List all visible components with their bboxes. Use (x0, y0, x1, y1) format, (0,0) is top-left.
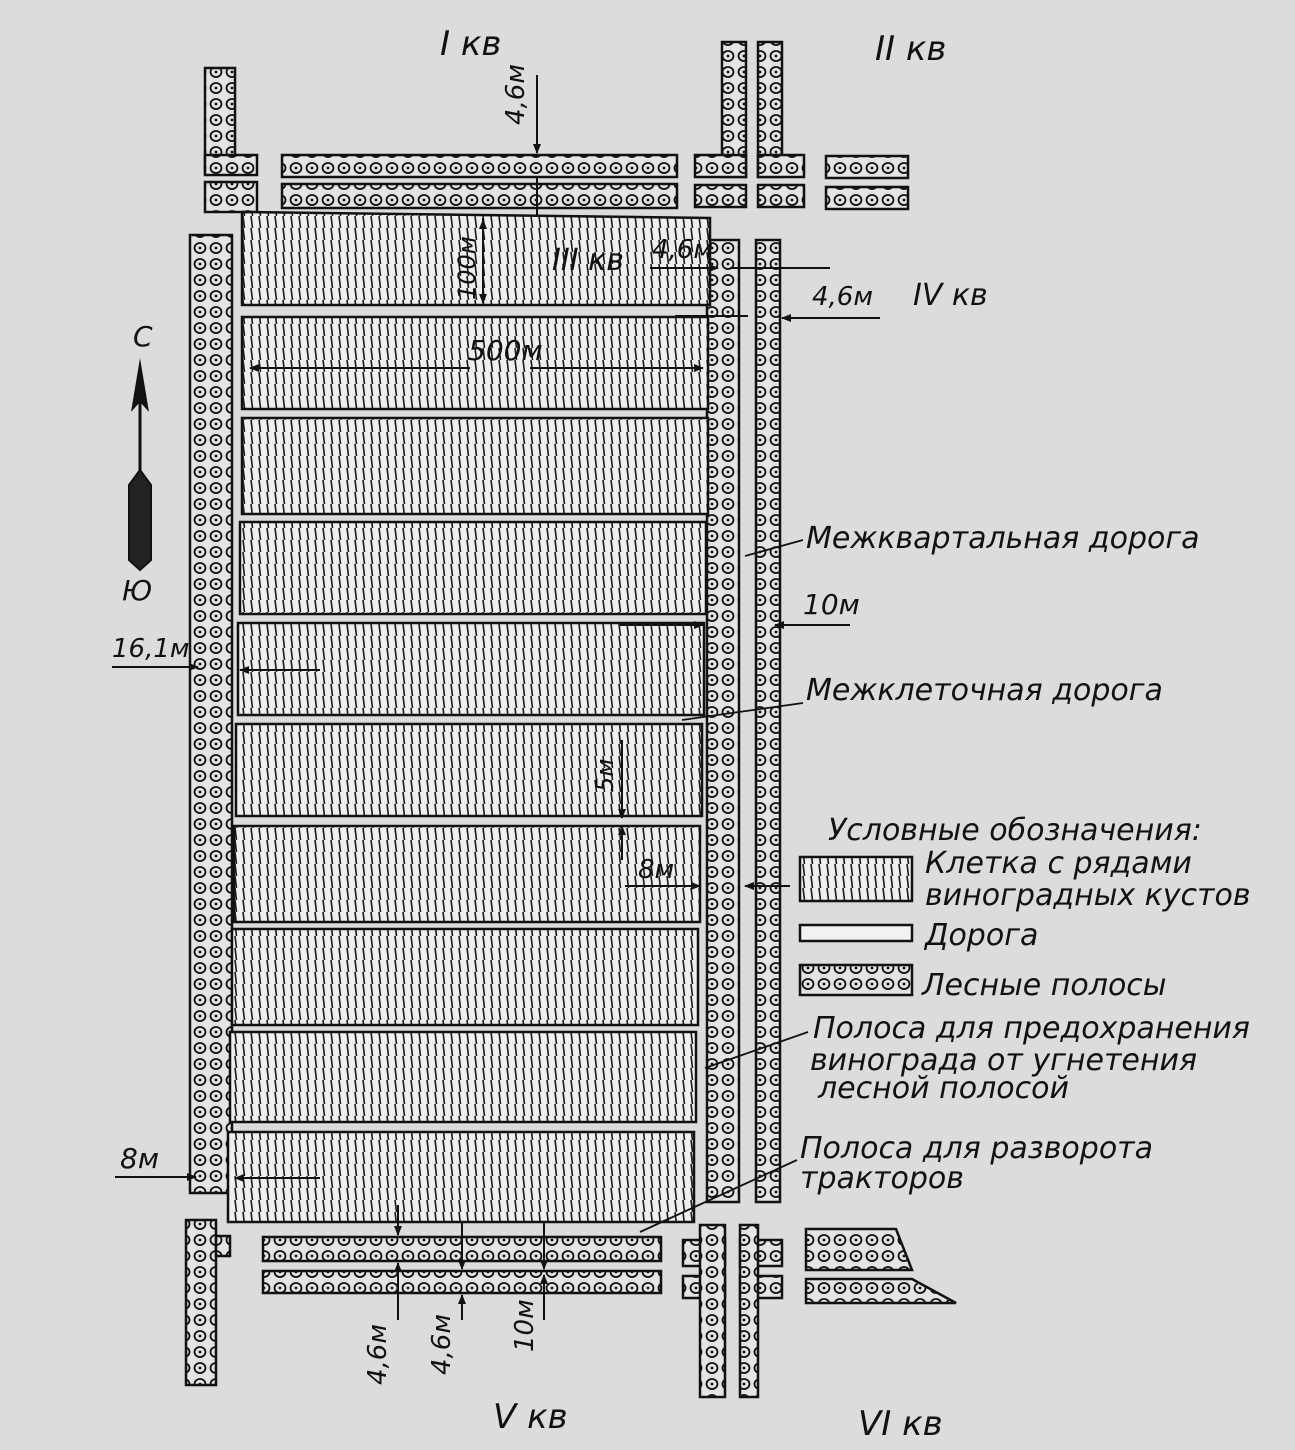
vine-cell-1 (240, 210, 712, 307)
forest-belt-north-1 (280, 153, 679, 179)
dim-intercell-label: 5м (591, 759, 619, 792)
dim-inner-road-label: 4,6м (652, 235, 713, 265)
compass-arrow-head-icon (131, 358, 149, 412)
legend-title: Условные обозначения: (828, 813, 1202, 848)
forest-belts-side (188, 233, 782, 1204)
dim-west-strip-label: 16,1м (112, 634, 190, 664)
dim-protect-label: 8м (638, 855, 674, 885)
forest-belt-ne-h1 (693, 153, 748, 179)
callout-protect-line3: лесной полосой (817, 1071, 1069, 1106)
quarter-labels: I кв II кв III кв IV кв V кв VI кв (440, 24, 988, 1444)
dim-bottom-2-label: 4,6м (427, 1314, 457, 1375)
quarter-label-3: III кв (552, 243, 624, 278)
quarter-label-1: I кв (440, 24, 501, 64)
legend-swatch-vine-cell (798, 855, 914, 903)
quarter-label-5: V кв (493, 1397, 568, 1437)
dimension-labels: 4,6м 100м 4,6м 4,6м 500м 16,1м 10м 5м 8м… (112, 64, 873, 1385)
dim-bottom-1-label: 4,6м (363, 1324, 393, 1385)
compass-arrow-tail-icon (128, 468, 152, 572)
forest-belt-nw-h1 (203, 153, 259, 177)
vine-cell-9 (228, 1030, 698, 1124)
dim-outer-road-label: 4,6м (812, 282, 873, 312)
legend-cell-line1: Клетка с рядами (925, 846, 1192, 881)
callout-turn-line1: Полоса для разворота (800, 1131, 1153, 1166)
dim-bottom-3-label: 10м (510, 1299, 540, 1352)
callout-turn-line2: тракторов (800, 1161, 964, 1196)
callout-interquarter-road: Межквартальная дорога (806, 521, 1200, 556)
dim-turn-label: 8м (120, 1142, 159, 1175)
quarter-label-4: IV кв (913, 278, 988, 313)
vine-cell-6 (234, 722, 704, 818)
dim-length-label: 500м (468, 334, 543, 367)
forest-belt-se-v2 (738, 1223, 760, 1399)
dimension-lines (112, 75, 880, 1320)
callout-protect-line1: Полоса для предохранения (813, 1011, 1250, 1046)
legend-swatch-road (798, 923, 914, 943)
callout-intercell-road: Межклеточная дорога (806, 673, 1163, 708)
leader-turn-strip (639, 1159, 798, 1233)
callout-labels: Межквартальная дорога Межклеточная дорог… (800, 521, 1250, 1196)
callout-leaders (639, 539, 809, 1233)
forest-belt-west (188, 233, 234, 1195)
forest-belt-east-2 (754, 238, 782, 1204)
forest-belt-se-v1 (698, 1223, 727, 1399)
vine-cell-2 (240, 315, 710, 411)
legend-swatch-forest (798, 963, 914, 997)
leader-interquarter-road (744, 539, 804, 557)
legend-road: Дорога (923, 918, 1038, 953)
forest-belt-ne-h4 (756, 183, 806, 209)
legend-forest: Лесные полосы (921, 968, 1166, 1003)
forest-belt-north-2 (280, 182, 679, 210)
forest-belt-east-1 (705, 238, 741, 1204)
vine-cell-8 (230, 927, 700, 1027)
legend: Условные обозначения: Клетка с рядами ви… (798, 813, 1251, 1003)
forest-belts-south (184, 1218, 957, 1399)
vine-cell-3 (240, 416, 710, 516)
forest-belt-sw-vertical (184, 1218, 218, 1387)
forest-belt-nw-h2 (203, 180, 259, 214)
dim-top-road-label: 4,6м (501, 64, 531, 125)
compass-north-label: С (133, 320, 153, 353)
quarter-label-6: VI кв (858, 1404, 943, 1444)
forest-belt-se-far-1 (804, 1227, 914, 1272)
quarter-label-2: II кв (875, 29, 946, 69)
forest-belt-south-2 (261, 1269, 663, 1295)
forest-belt-se-far-2 (804, 1277, 957, 1305)
compass: С Ю (122, 320, 153, 607)
forest-belts-north (203, 40, 910, 214)
forest-belt-ne-h2 (756, 153, 806, 179)
leader-intercell-road (681, 702, 804, 721)
forest-belt-sw-stub (214, 1234, 232, 1258)
legend-cell-line2: виноградных кустов (925, 878, 1251, 913)
dim-east-road-label: 10м (803, 588, 860, 621)
vine-cell-4 (238, 520, 708, 616)
forest-belt-ne-h3 (693, 183, 748, 209)
vineyard-cells (226, 210, 712, 1224)
callout-protect-line2: винограда от угнетения (810, 1043, 1197, 1078)
compass-south-label: Ю (122, 574, 152, 607)
vine-cell-7 (232, 824, 702, 924)
forest-belt-ne-far-2 (824, 185, 910, 211)
leader-protect-strip (704, 1031, 809, 1069)
dim-cell-width-label: 100м (453, 236, 481, 300)
forest-belt-ne-far-1 (824, 154, 910, 180)
